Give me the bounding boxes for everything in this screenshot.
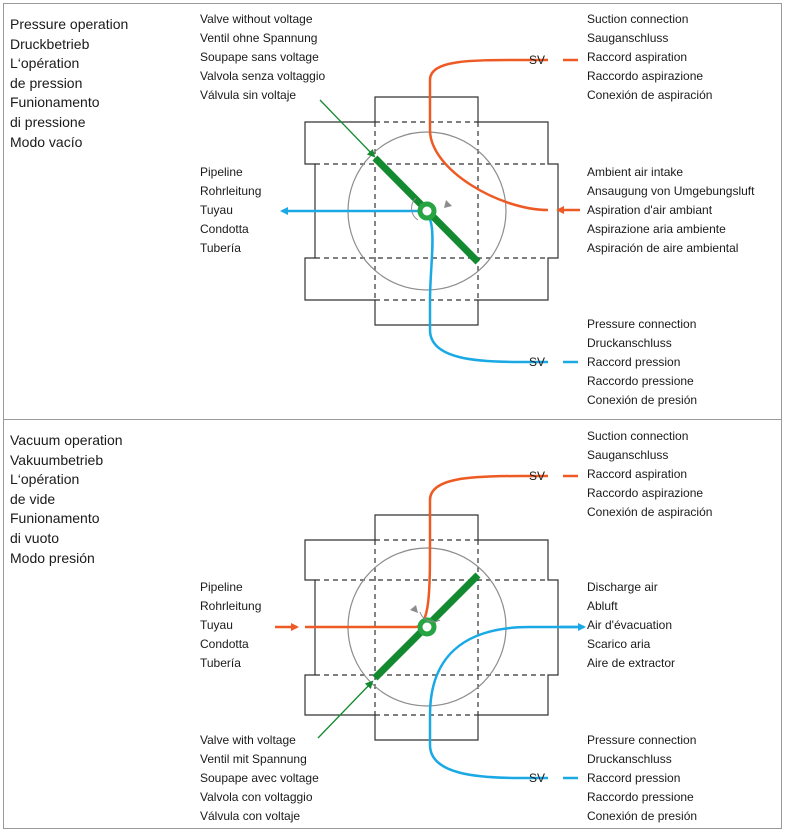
discharge-air-label: Discharge air Abluft Air d'évacuation Sc… bbox=[587, 578, 675, 673]
mode-title: Pressure operation Druckbetrieb L‘opérat… bbox=[10, 15, 128, 152]
discharge-air-line: Scarico aria bbox=[587, 637, 651, 651]
valve-pivot bbox=[417, 201, 437, 221]
suction-flow-line bbox=[305, 474, 548, 629]
pipeline-label-line: Rohrleitung bbox=[200, 184, 262, 198]
mode-title-line: Modo presión bbox=[10, 549, 95, 566]
pipeline-label: Pipeline Rohrleitung Tuyau Condotta Tube… bbox=[200, 578, 261, 673]
mode-title: Vacuum operation Vakuumbetrieb L‘opérati… bbox=[10, 431, 123, 568]
suction-connection-line: Raccord aspiration bbox=[587, 50, 688, 64]
rotation-indicator bbox=[419, 611, 441, 623]
mode-title-line: L‘opération bbox=[10, 471, 80, 488]
discharge-air-line: Discharge air bbox=[587, 580, 658, 594]
valve-label-line: Valvola con voltaggio bbox=[200, 790, 313, 804]
mode-title-line: Vacuum operation bbox=[10, 432, 123, 448]
pipeline-label-line: Tubería bbox=[200, 241, 241, 255]
mode-title-line: Pressure operation bbox=[10, 16, 129, 32]
pressure-connection-line: Conexión de presión bbox=[587, 809, 698, 823]
suction-connection-label: Suction connection Sauganschluss Raccord… bbox=[587, 10, 712, 105]
pressure-connection-line: Druckanschluss bbox=[587, 752, 672, 766]
sv-top-label: SV bbox=[529, 469, 545, 483]
mode-title-line: Modo vacío bbox=[10, 133, 83, 150]
mode-title-line: Druckbetrieb bbox=[10, 35, 90, 52]
pipeline-label-line: Condotta bbox=[200, 637, 249, 651]
discharge-air-line: Abluft bbox=[587, 599, 618, 613]
rotation-arrowhead bbox=[410, 605, 418, 613]
suction-connection-line: Suction connection bbox=[587, 12, 689, 26]
ambient-intake-line: Aspirazione aria ambiente bbox=[587, 222, 726, 236]
rotation-arrowhead bbox=[444, 200, 452, 208]
suction-flow-line bbox=[428, 58, 549, 212]
suction-connection-line: Raccordo aspirazione bbox=[587, 69, 704, 83]
mode-title-line: de pression bbox=[10, 74, 83, 91]
pressure-connection-line: Raccord pression bbox=[587, 355, 681, 369]
diagram-frame bbox=[3, 3, 782, 829]
valve-pointer-line bbox=[317, 680, 374, 739]
valve-label-line: Ventil ohne Spannung bbox=[200, 31, 318, 45]
valve-label: Valve with voltage Ventil mit Spannung S… bbox=[200, 731, 319, 826]
valve-label-line: Valvola senza voltaggio bbox=[200, 69, 326, 83]
sv-bottom-label: SV bbox=[529, 355, 545, 369]
rotation-indicator bbox=[411, 197, 419, 221]
panel-divider bbox=[3, 419, 782, 420]
pressure-connection-line: Raccord pression bbox=[587, 771, 681, 785]
pressure-connection-line: Raccordo pressione bbox=[587, 790, 694, 804]
pressure-flow-line bbox=[305, 209, 548, 364]
pipeline-label-line: Tuyau bbox=[200, 203, 233, 217]
discharge-flow-line bbox=[428, 625, 582, 780]
valve-label-line: Valve with voltage bbox=[200, 733, 296, 747]
discharge-air-line: Aire de extractor bbox=[587, 656, 676, 670]
mode-title-line: Funionamento bbox=[10, 510, 100, 527]
pipeline-label-line: Tuyau bbox=[200, 618, 233, 632]
pressure-connection-line: Pressure connection bbox=[587, 317, 697, 331]
valve-label-line: Valve without voltage bbox=[200, 12, 313, 26]
pressure-connection-line: Raccordo pressione bbox=[587, 374, 694, 388]
suction-connection-line: Conexión de aspiración bbox=[587, 88, 713, 102]
mode-title-line: L‘opération bbox=[10, 55, 80, 72]
suction-connection-line: Sauganschluss bbox=[587, 448, 669, 462]
sv-top-label: SV bbox=[529, 53, 545, 67]
ambient-intake-line: Aspiración de aire ambiental bbox=[587, 241, 739, 255]
suction-connection-line: Sauganschluss bbox=[587, 31, 669, 45]
valve-label-line: Válvula sin voltaje bbox=[200, 88, 297, 102]
valve-pointer-line bbox=[319, 99, 376, 158]
sv-bottom-label: SV bbox=[529, 771, 545, 785]
suction-connection-line: Raccord aspiration bbox=[587, 467, 688, 481]
pipeline-label-line: Condotta bbox=[200, 222, 249, 236]
suction-connection-line: Raccordo aspirazione bbox=[587, 486, 704, 500]
valve-label: Valve without voltage Ventil ohne Spannu… bbox=[200, 10, 325, 105]
pressure-connection-line: Pressure connection bbox=[587, 733, 697, 747]
valve-label-line: Ventil mit Spannung bbox=[200, 752, 307, 766]
suction-connection-line: Suction connection bbox=[587, 429, 689, 443]
pressure-connection-line: Druckanschluss bbox=[587, 336, 672, 350]
pipeline-label-line: Pipeline bbox=[200, 580, 243, 594]
suction-connection-line: Conexión de aspiración bbox=[587, 505, 713, 519]
pipeline-label-line: Tubería bbox=[200, 656, 241, 670]
valve-label-line: Válvula con voltaje bbox=[200, 809, 301, 823]
mode-title-line: di pressione bbox=[10, 113, 86, 130]
ambient-air-intake-label: Ambient air intake Ansaugung von Umgebun… bbox=[587, 163, 754, 258]
mode-title-line: Vakuumbetrieb bbox=[10, 451, 104, 468]
suction-connection-label: Suction connection Sauganschluss Raccord… bbox=[587, 427, 712, 522]
valve-label-line: Soupape sans voltage bbox=[200, 50, 319, 64]
discharge-air-line: Air d'évacuation bbox=[587, 618, 673, 632]
mode-title-line: de vide bbox=[10, 490, 56, 507]
ambient-intake-line: Ambient air intake bbox=[587, 165, 684, 179]
mode-title-line: Funionamento bbox=[10, 94, 100, 111]
pressure-connection-line: Conexión de presión bbox=[587, 393, 698, 407]
pipeline-label-line: Pipeline bbox=[200, 165, 243, 179]
pipeline-label: Pipeline Rohrleitung Tuyau Condotta Tube… bbox=[200, 163, 261, 258]
pipeline-label-line: Rohrleitung bbox=[200, 599, 262, 613]
valve-label-line: Soupape avec voltage bbox=[200, 771, 319, 785]
ambient-intake-line: Ansaugung von Umgebungsluft bbox=[587, 184, 755, 198]
pressure-connection-label: Pressure connection Druckanschluss Racco… bbox=[587, 315, 697, 410]
mode-title-line: di vuoto bbox=[10, 529, 60, 546]
pressure-connection-label: Pressure connection Druckanschluss Racco… bbox=[587, 731, 697, 826]
ambient-intake-line: Aspiration d'air ambiant bbox=[587, 203, 713, 217]
